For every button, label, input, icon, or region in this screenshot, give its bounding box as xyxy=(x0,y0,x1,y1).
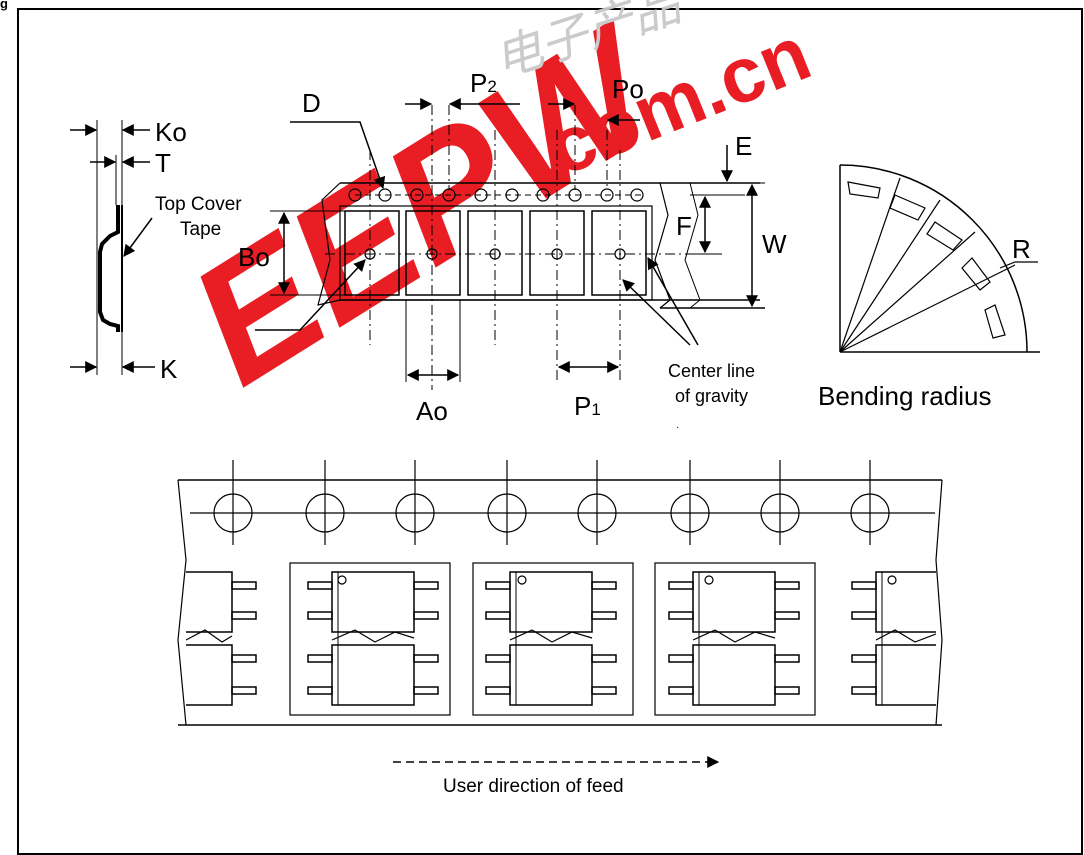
label-tape: Tape xyxy=(180,219,221,240)
header-strip xyxy=(0,0,1084,9)
tape-cross-section xyxy=(70,120,155,375)
label-r: R xyxy=(1012,234,1031,264)
label-e: E xyxy=(735,131,752,161)
sprocket-holes xyxy=(213,460,890,545)
tape-strip-top xyxy=(270,105,765,390)
label-of-gravity: of gravity xyxy=(675,386,748,406)
label-f: F xyxy=(676,211,692,241)
figure-border xyxy=(17,8,1083,855)
pocket-1 xyxy=(344,210,400,296)
label-bending-radius: Bending radius xyxy=(818,381,991,411)
label-ao: Ao xyxy=(416,396,448,426)
label-w: W xyxy=(762,229,787,259)
label-po: Po xyxy=(612,74,644,104)
figure-label: g xyxy=(0,0,8,11)
label-d: D xyxy=(302,88,321,118)
pocket-2 xyxy=(405,210,461,296)
label-t: T xyxy=(155,148,171,178)
label-feed-direction: User direction of feed xyxy=(443,776,624,797)
pocket-profile xyxy=(98,205,120,332)
component-partial-right xyxy=(851,571,937,706)
label-p1: P1 xyxy=(574,391,601,421)
component-3 xyxy=(654,562,816,716)
label-k: K xyxy=(160,354,178,384)
label-bo: Bo xyxy=(238,242,270,272)
label-p2: P2 xyxy=(470,68,497,98)
component-2 xyxy=(472,562,634,716)
pocket-5 xyxy=(591,210,647,296)
top-dimensions xyxy=(255,98,758,381)
component-1 xyxy=(289,562,451,716)
bending-radius-diagram xyxy=(839,164,1040,353)
small-dot: · xyxy=(676,422,679,433)
label-top-cover: Top Cover xyxy=(155,194,242,215)
tape-strip-bottom xyxy=(177,460,943,726)
label-center-line: Center line xyxy=(668,361,755,381)
label-ko: Ko xyxy=(155,117,187,147)
component-partial-left xyxy=(185,571,257,706)
